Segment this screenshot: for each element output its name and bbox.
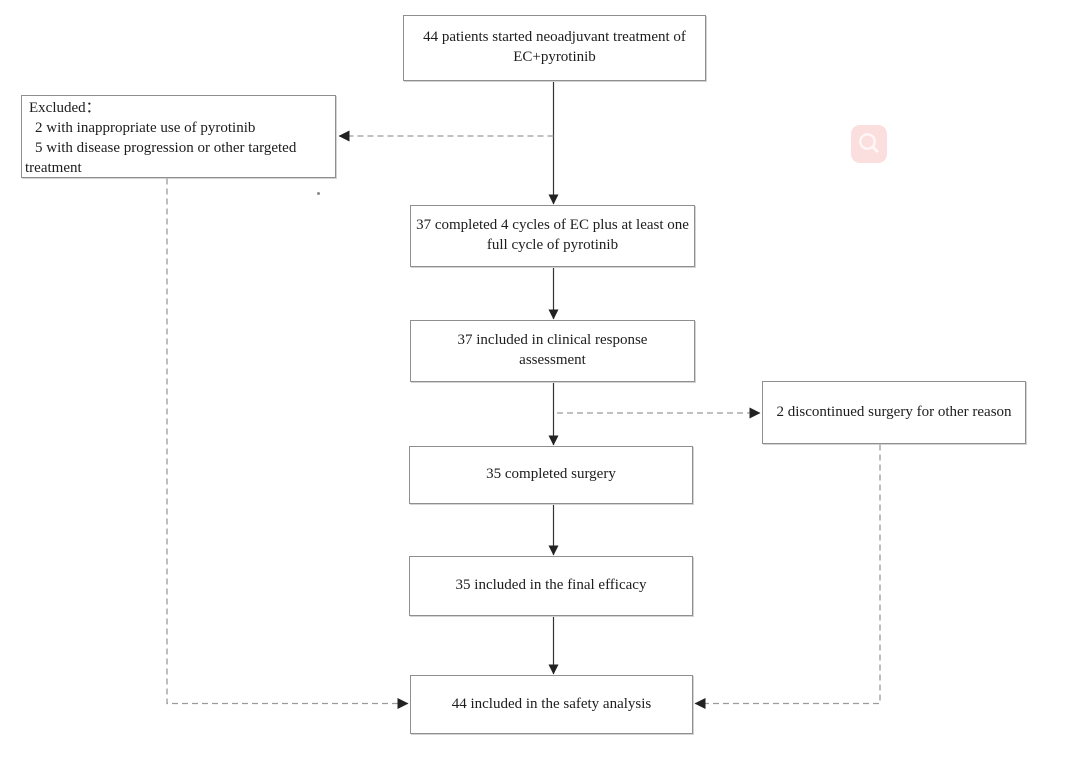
node-final-efficacy: 35 included in the final efficacy: [409, 556, 693, 616]
stray-dot: [317, 192, 320, 195]
node-completed-surgery-label: 35 completed surgery: [486, 466, 616, 483]
node-safety-analysis: 44 included in the safety analysis: [410, 675, 693, 734]
node-start-label: 44 patients started neoadjuvant treatmen…: [423, 29, 686, 65]
node-start: 44 patients started neoadjuvant treatmen…: [403, 15, 706, 81]
node-excluded-title: Excluded：: [29, 100, 101, 116]
node-completed-cycles-label: 37 completed 4 cycles of EC plus at leas…: [416, 217, 689, 253]
magnifier-overlay-button[interactable]: [851, 125, 887, 163]
magnifier-icon: [859, 133, 879, 153]
node-excluded-item: 5 with disease progression or other targ…: [25, 140, 297, 176]
node-excluded: Excluded： 2 with inappropriate use of py…: [21, 95, 336, 178]
node-discontinued-surgery: 2 discontinued surgery for other reason: [762, 381, 1026, 444]
node-completed-cycles: 37 completed 4 cycles of EC plus at leas…: [410, 205, 695, 267]
dashed-arrow-excluded-to-safety: [166, 178, 409, 710]
node-excluded-item: 2 with inappropriate use of pyrotinib: [35, 120, 256, 136]
node-safety-analysis-label: 44 included in the safety analysis: [451, 695, 652, 712]
dashed-arrow-discontinued-to-safety: [694, 444, 881, 710]
node-clinical-response: 37 included in clinical response assessm…: [410, 320, 695, 382]
node-completed-surgery: 35 completed surgery: [409, 446, 693, 504]
node-final-efficacy-label: 35 included in the final efficacy: [455, 577, 647, 594]
node-discontinued-surgery-label: 2 discontinued surgery for other reason: [776, 403, 1012, 420]
node-clinical-response-label: 37 included in clinical response assessm…: [457, 332, 648, 368]
